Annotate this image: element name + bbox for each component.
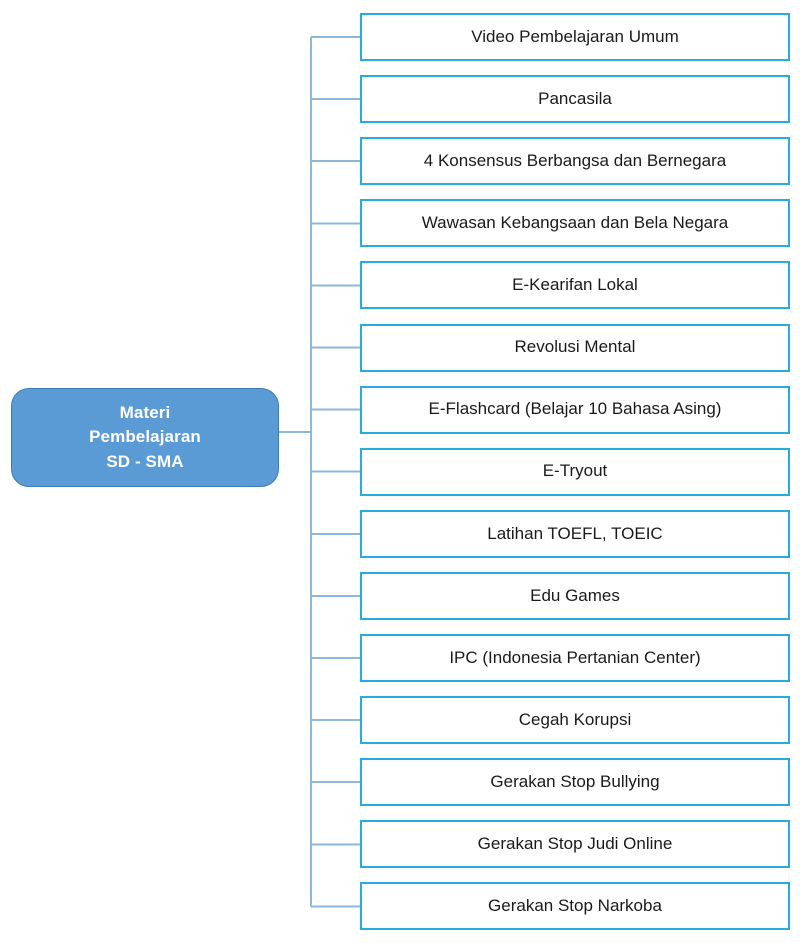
leaf-node-label: E-Tryout (542, 461, 608, 481)
leaf-node[interactable]: 4 Konsensus Berbangsa dan Bernegara (360, 137, 790, 186)
leaf-node[interactable]: E-Kearifan Lokal (360, 261, 790, 310)
leaf-node-label: Wawasan Kebangsaan dan Bela Negara (421, 213, 729, 233)
leaf-node-label: Gerakan Stop Narkoba (488, 896, 662, 916)
leaf-node[interactable]: Revolusi Mental (360, 323, 790, 372)
root-node-label: Materi Pembelajaran SD - SMA (79, 401, 211, 475)
leaf-node[interactable]: E-Flashcard (Belajar 10 Bahasa Asing) (360, 385, 790, 434)
root-node[interactable]: Materi Pembelajaran SD - SMA (11, 388, 279, 487)
leaf-node-label: IPC (Indonesia Pertanian Center) (449, 647, 701, 667)
leaf-node[interactable]: Gerakan Stop Narkoba (360, 882, 790, 931)
leaf-node[interactable]: Gerakan Stop Bullying (360, 758, 790, 807)
leaf-node[interactable]: Video Pembelajaran Umum (360, 13, 790, 61)
leaf-node-label: Latihan TOEFL, TOEIC (487, 523, 663, 543)
leaf-node-label: Pancasila (538, 88, 612, 108)
leaf-node-label: Gerakan Stop Bullying (490, 771, 660, 791)
root-node-label-line-2: Pembelajaran (89, 427, 201, 447)
leaf-node-label: E-Kearifan Lokal (512, 275, 638, 295)
leaf-node-label: Gerakan Stop Judi Online (477, 834, 673, 854)
leaf-node-label: Revolusi Mental (514, 337, 636, 357)
leaf-node[interactable]: E-Tryout (360, 447, 790, 496)
leaf-node-label: Video Pembelajaran Umum (471, 26, 679, 46)
root-node-label-line-1: Materi (119, 402, 171, 422)
leaf-node[interactable]: Pancasila (360, 75, 790, 124)
root-node-label-line-3: SD - SMA (106, 451, 184, 471)
leaf-node-label: Cegah Korupsi (518, 709, 632, 729)
leaf-node[interactable]: Gerakan Stop Judi Online (360, 820, 790, 869)
leaf-node[interactable]: Latihan TOEFL, TOEIC (360, 509, 790, 558)
leaf-node[interactable]: Cegah Korupsi (360, 696, 790, 745)
leaf-node-label: 4 Konsensus Berbangsa dan Bernegara (423, 150, 727, 170)
leaf-node-label: Edu Games (530, 585, 620, 605)
leaf-node[interactable]: Edu Games (360, 571, 790, 620)
leaf-node[interactable]: IPC (Indonesia Pertanian Center) (360, 634, 790, 682)
leaf-node-label: E-Flashcard (Belajar 10 Bahasa Asing) (428, 399, 722, 419)
leaf-node[interactable]: Wawasan Kebangsaan dan Bela Negara (360, 199, 790, 248)
